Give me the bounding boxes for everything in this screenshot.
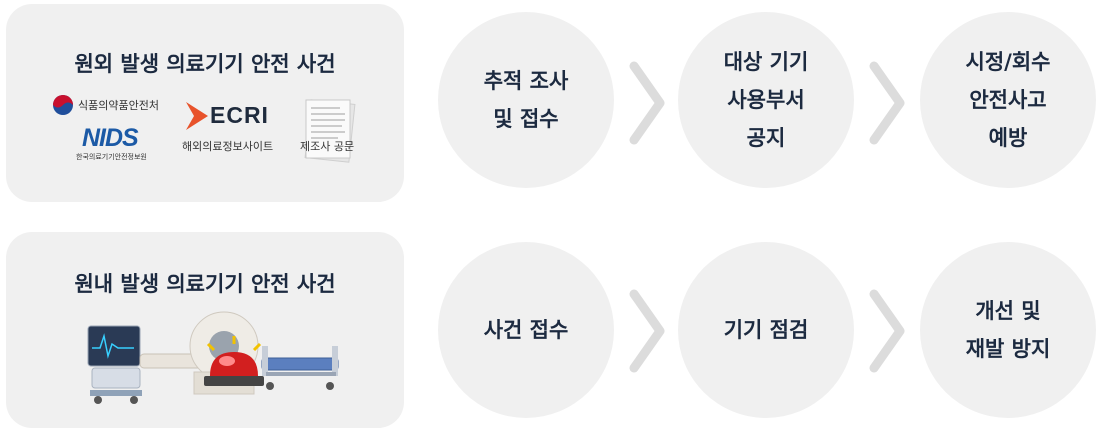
step-external-2: 대상 기기 사용부서 공지	[678, 12, 854, 188]
medical-equipment-illustration	[87, 311, 339, 404]
step-internal-3: 개선 및 재발 방지	[920, 242, 1096, 418]
nids-wordmark: NIDS	[82, 124, 139, 152]
step-external-1-label: 추적 조사 및 접수	[483, 69, 569, 131]
mfds-emblem-icon	[53, 95, 73, 115]
panel-title-external: 원외 발생 의료기기 안전 사건	[74, 52, 336, 76]
step-internal-2: 기기 점검	[678, 242, 854, 418]
step-external-3-label: 시정/회수 안전사고 예방	[965, 50, 1051, 150]
step-internal-2-label: 기기 점검	[723, 318, 809, 342]
ecri-caption: 해외의료정보사이트	[182, 140, 274, 153]
alarm-light-icon	[204, 336, 264, 386]
monitor-device-icon	[87, 325, 142, 404]
nids-subtitle: 한국의료기기안전정보원	[76, 153, 147, 161]
ecri-wordmark: ECRI	[210, 102, 269, 128]
step-external-2-label: 대상 기기 사용부서 공지	[723, 50, 809, 150]
step-external-1: 추적 조사 및 접수	[438, 12, 614, 188]
panel-external-events: 원외 발생 의료기기 안전 사건 식품의약품안전처 NIDS 한국의료기기안전정…	[6, 4, 404, 202]
step-internal-1-label: 사건 접수	[483, 318, 569, 342]
ecri-mark-icon	[186, 102, 208, 130]
chevron-right-icon	[869, 289, 905, 373]
document-stack-icon	[304, 99, 356, 163]
chevron-right-icon	[869, 61, 905, 145]
step-internal-1: 사건 접수	[438, 242, 614, 418]
hospital-bed-icon	[261, 346, 339, 390]
manufacturer-document: 제조사 공문	[296, 96, 366, 174]
chevron-right-icon	[629, 61, 665, 145]
chevron-right-icon	[629, 289, 665, 373]
step-internal-3-label: 개선 및 재발 방지	[965, 299, 1051, 361]
step-external-3: 시정/회수 안전사고 예방	[920, 12, 1096, 188]
nids-logo: NIDS 한국의료기기안전정보원	[76, 124, 186, 168]
panel-title-internal: 원내 발생 의료기기 안전 사건	[74, 272, 336, 296]
ecri-logo: ECRI 해외의료정보사이트	[182, 100, 292, 156]
panel-internal-events: 원내 발생 의료기기 안전 사건	[6, 232, 404, 428]
mfds-logo: 식품의약품안전처	[52, 94, 172, 115]
document-caption: 제조사 공문	[300, 140, 355, 153]
mfds-label: 식품의약품안전처	[78, 99, 159, 112]
